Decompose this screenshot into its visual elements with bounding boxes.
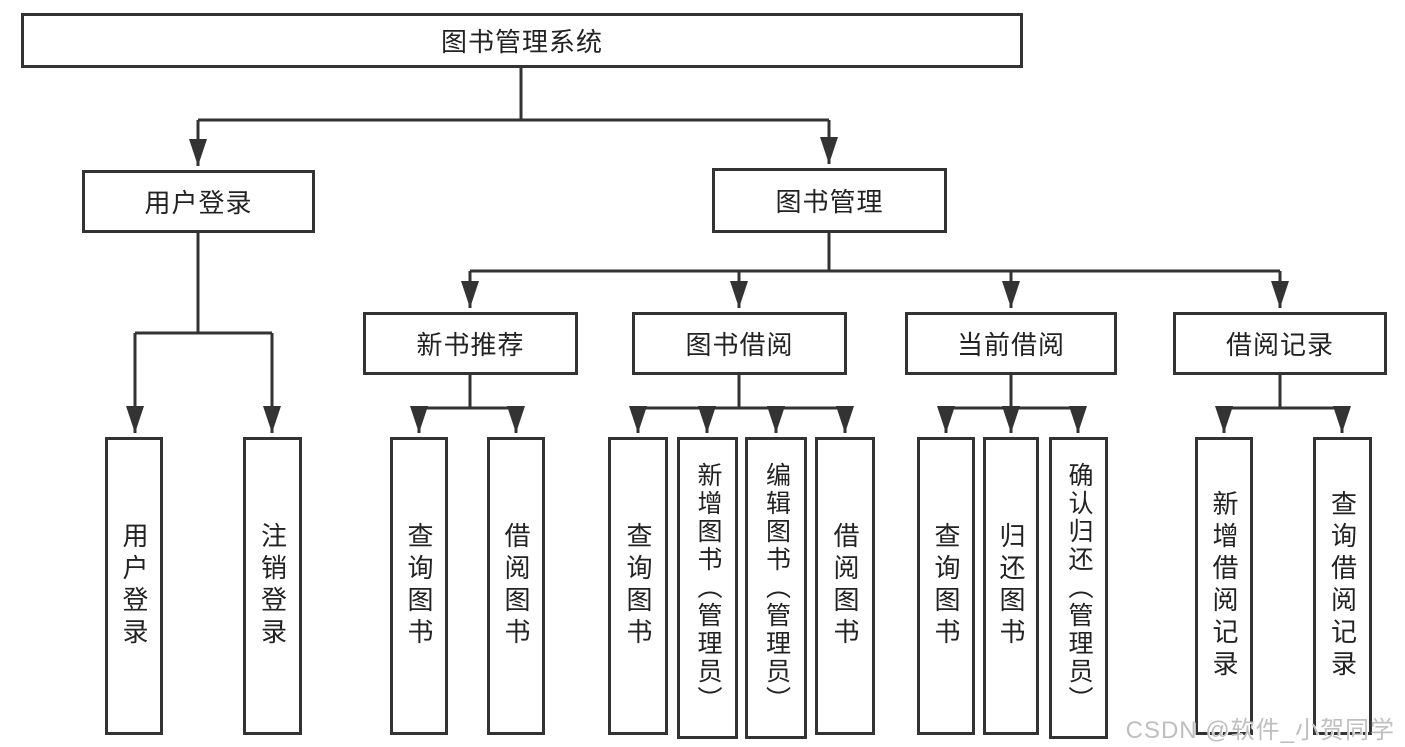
- edge-book-management-skeleton: [470, 233, 1280, 273]
- node-book-borrowing: 图书借阅: [632, 312, 847, 375]
- leaf-query-books-3: 查询图书: [917, 437, 975, 735]
- edge-current-borrow-skeleton: [946, 375, 1078, 410]
- node-book-management: 图书管理: [712, 168, 947, 233]
- leaf-query-books-2: 查询图书: [608, 437, 668, 735]
- node-new-book-recommend: 新书推荐: [363, 312, 578, 375]
- node-root: 图书管理系统: [21, 13, 1023, 68]
- node-borrow-records: 借阅记录: [1173, 312, 1387, 375]
- node-user-login: 用户登录: [82, 170, 315, 233]
- leaf-user-login: 用户登录: [105, 437, 163, 735]
- edge-new-book-skeleton: [419, 375, 516, 410]
- edge-user-login-skeleton: [135, 233, 272, 335]
- leaf-logout: 注销登录: [243, 437, 302, 735]
- leaf-confirm-return-admin: 确认归还（管理员）: [1049, 437, 1108, 739]
- leaf-add-borrow-record: 新增借阅记录: [1195, 437, 1253, 735]
- leaf-borrow-books-1: 借阅图书: [487, 437, 545, 735]
- leaf-query-borrow-record: 查询借阅记录: [1313, 437, 1372, 735]
- leaf-borrow-books-2: 借阅图书: [815, 437, 875, 735]
- leaf-edit-book-admin: 编辑图书（管理员）: [745, 437, 807, 739]
- edge-root-skeleton: [198, 68, 829, 122]
- leaf-query-books-1: 查询图书: [390, 437, 448, 735]
- node-current-borrowing: 当前借阅: [905, 312, 1117, 375]
- csdn-watermark: CSDN @软件_小贺同学: [1125, 717, 1395, 744]
- leaf-add-book-admin: 新增图书（管理员）: [677, 437, 738, 739]
- leaf-return-books: 归还图书: [983, 437, 1039, 735]
- edge-borrow-records-skeleton: [1224, 375, 1342, 410]
- edge-book-borrow-skeleton: [638, 375, 845, 410]
